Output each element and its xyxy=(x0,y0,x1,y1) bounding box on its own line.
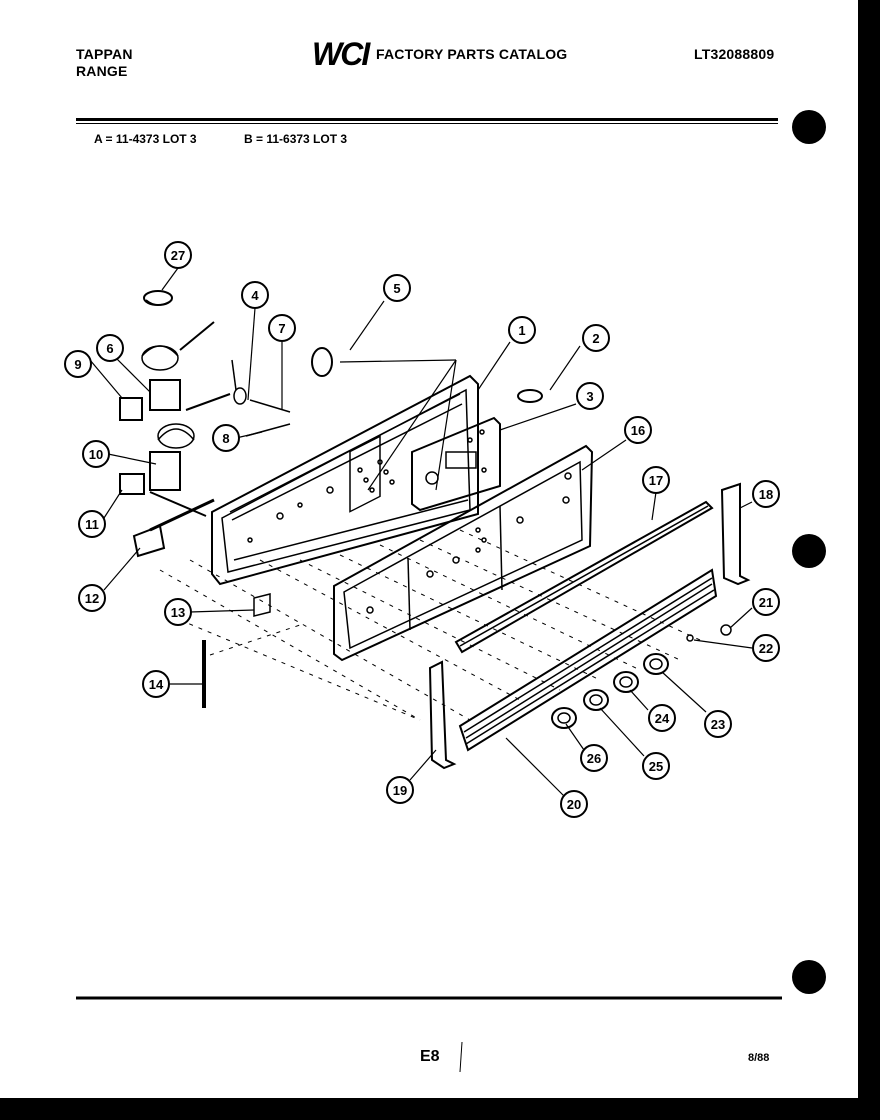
callout-22: 22 xyxy=(759,641,773,656)
callout-25: 25 xyxy=(649,759,663,774)
callout-2: 2 xyxy=(592,331,599,346)
callout-5: 5 xyxy=(393,281,400,296)
callout-16: 16 xyxy=(631,423,645,438)
catalog-title: FACTORY PARTS CATALOG xyxy=(376,46,568,62)
callout-6: 6 xyxy=(106,341,113,356)
trim-frame-part-16 xyxy=(333,444,594,662)
wci-logo: WCI xyxy=(312,36,370,72)
exploded-parts-diagram: 27 4 5 7 1 2 3 6 9 8 10 11 12 13 14 16 1… xyxy=(64,241,782,1073)
callout-23: 23 xyxy=(711,717,725,732)
clock-timer-part-3 xyxy=(411,416,501,512)
callout-27: 27 xyxy=(171,248,185,263)
knobs xyxy=(551,653,669,729)
callout-8: 8 xyxy=(222,431,229,446)
callout-21: 21 xyxy=(759,595,773,610)
control-panel-part-1 xyxy=(211,374,479,586)
catalog-page: TAPPAN RANGE WCI FACTORY PARTS CATALOG L… xyxy=(0,0,858,1098)
callout-9: 9 xyxy=(74,357,81,372)
switches-left xyxy=(119,321,291,617)
callout-12: 12 xyxy=(85,591,99,606)
page-code: E8 xyxy=(420,1048,440,1065)
callout-18: 18 xyxy=(759,487,773,502)
callout-13: 13 xyxy=(171,605,185,620)
backguard-part-20 xyxy=(458,568,718,752)
end-cap-part-18 xyxy=(720,482,751,586)
callout-1: 1 xyxy=(518,323,525,338)
callout-17: 17 xyxy=(649,473,663,488)
callout-26: 26 xyxy=(587,751,601,766)
lot-a: A = 11-4373 LOT 3 xyxy=(94,132,197,146)
callout-24: 24 xyxy=(655,711,670,726)
lot-b: B = 11-6373 LOT 3 xyxy=(244,132,348,146)
date-code: 8/88 xyxy=(748,1052,770,1064)
callout-19: 19 xyxy=(393,783,407,798)
callout-14: 14 xyxy=(149,677,164,692)
callout-4: 4 xyxy=(251,288,259,303)
callout-10: 10 xyxy=(89,447,103,462)
header-rule xyxy=(76,118,778,121)
callout-labels: 27 4 5 7 1 2 3 6 9 8 10 11 12 13 14 16 1… xyxy=(74,248,773,812)
binder-hole-middle xyxy=(792,534,826,568)
model-number: LT32088809 xyxy=(694,46,775,62)
binder-hole-top xyxy=(792,110,826,144)
binder-hole-bottom xyxy=(792,960,826,994)
callout-7: 7 xyxy=(278,321,285,336)
callout-11: 11 xyxy=(85,517,99,532)
brand-line1: TAPPAN xyxy=(76,46,133,62)
callout-3: 3 xyxy=(586,389,593,404)
callout-20: 20 xyxy=(567,797,581,812)
trim-strip-part-17 xyxy=(454,500,714,654)
brand-line2: RANGE xyxy=(76,63,128,79)
header-rule-thin xyxy=(76,123,778,124)
end-cap-part-19 xyxy=(428,660,457,770)
